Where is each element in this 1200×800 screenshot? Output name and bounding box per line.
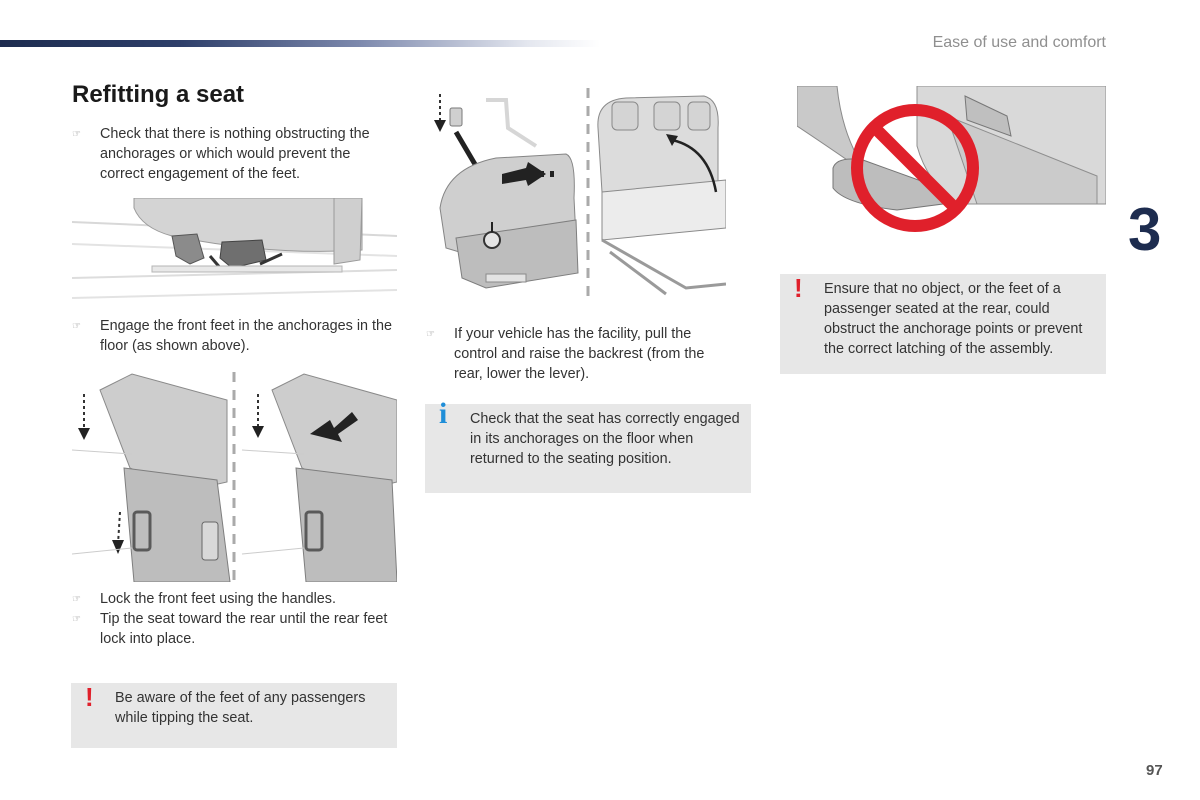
info-box-seat-engaged: i Check that the seat has correctly enga… [425,397,751,493]
step-raise-backrest: ☞ If your vehicle has the facility, pull… [426,324,731,384]
step-text: If your vehicle has the facility, pull t… [454,326,705,382]
section-title: Ease of use and comfort [932,34,1106,51]
no-feet-anchorage-illustration [797,86,1106,246]
hand-pointer-icon: ☞ [426,329,435,340]
step-text: Tip the seat toward the rear until the r… [100,611,388,647]
step-lock-front-feet: ☞ Lock the front feet using the handles. [72,589,397,609]
hand-pointer-icon: ☞ [72,129,81,140]
warning-box-anchorage: ! Ensure that no object, or the feet of … [780,274,1106,374]
info-icon: i [439,397,448,430]
hand-pointer-icon: ☞ [72,614,81,625]
warning-icon: ! [85,682,94,712]
warning-box-tipping: ! Be aware of the feet of any passengers… [71,683,397,748]
hand-pointer-icon: ☞ [72,594,81,605]
step-engage-front-feet: ☞ Engage the front feet in the anchorage… [72,316,397,356]
hand-pointer-icon: ☞ [72,321,81,332]
header-gradient-bar [0,40,600,47]
info-text: Check that the seat has correctly engage… [470,411,740,467]
step-tip-seat-rear: ☞ Tip the seat toward the rear until the… [72,609,397,649]
page-title: Refitting a seat [72,81,245,108]
warning-text: Ensure that no object, or the feet of a … [824,281,1083,357]
step-text: Engage the front feet in the anchorages … [100,318,393,354]
warning-icon: ! [794,273,803,303]
step-text: Lock the front feet using the handles. [100,591,337,607]
anchorage-feet-illustration [72,198,397,312]
lock-front-feet-illustration [72,372,397,582]
chapter-number: 3 [1128,196,1162,263]
page-number: 97 [1146,762,1163,779]
seat-backrest-raise-illustration [426,88,726,303]
step-check-anchorages: ☞ Check that there is nothing obstructin… [72,124,397,184]
warning-text: Be aware of the feet of any passengers w… [115,690,366,726]
step-text: Check that there is nothing obstructing … [100,126,370,182]
